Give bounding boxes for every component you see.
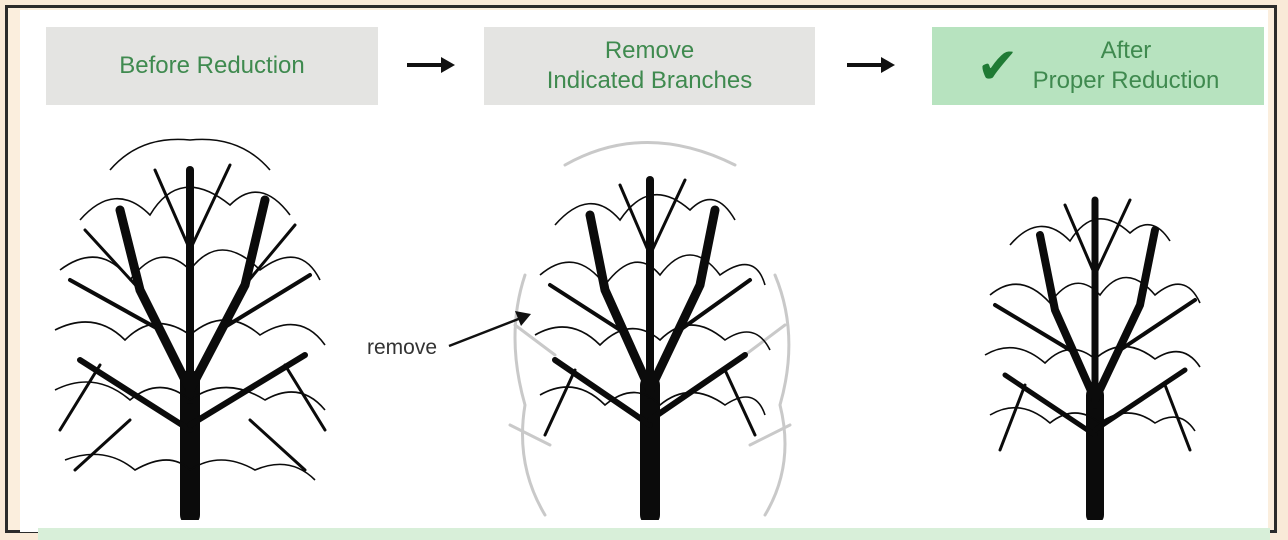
remove-pointer-arrow [448,311,531,348]
bottom-strip [38,528,1270,540]
tree-before-reduction [54,138,327,520]
right-arrow-icon [407,57,455,73]
remove-annotation: remove [367,336,438,359]
tree-after-reduction [984,196,1201,520]
step-after-line2: Proper Reduction [1032,67,1220,94]
right-arrow-icon [847,57,895,73]
step-remove-label: Remove Indicated Branches [484,27,815,105]
step-after-line1: After [1100,37,1152,64]
step-before-label: Before Reduction [46,27,378,105]
step-remove-line1: Remove [604,37,695,64]
step-before-text: Before Reduction [119,52,305,79]
checkmark-icon: ✔ [976,38,1019,94]
step-remove-line2: Indicated Branches [546,67,753,94]
step-after-label: ✔ After Proper Reduction [932,27,1264,105]
tree-remove-branches [508,141,792,520]
